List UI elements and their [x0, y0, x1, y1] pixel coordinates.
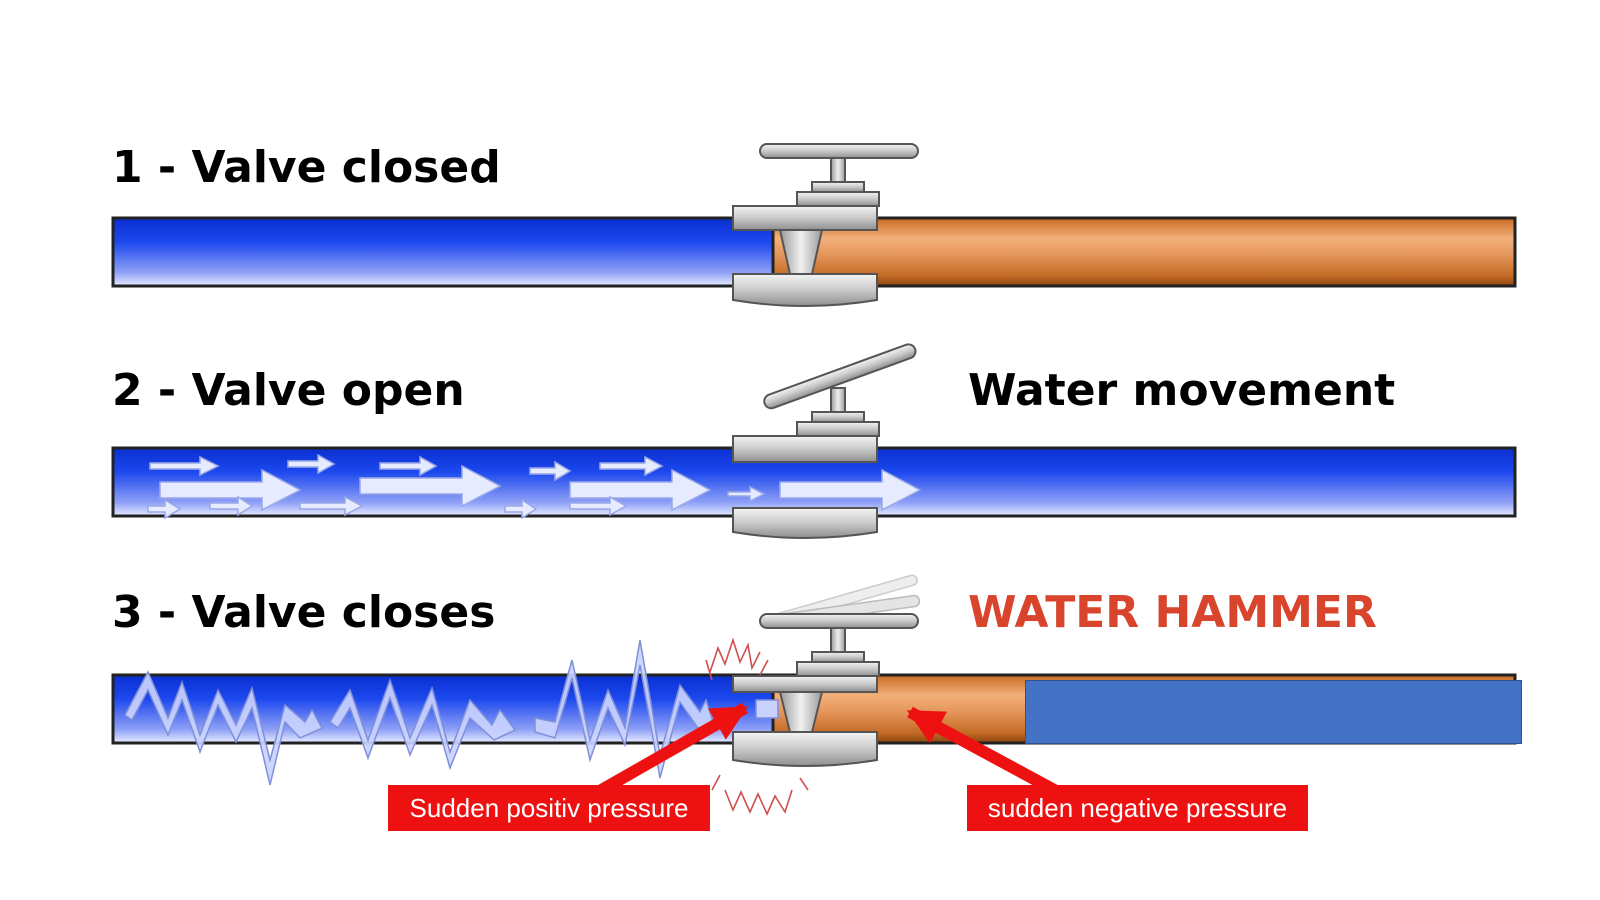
valve-body-top — [732, 675, 878, 693]
valve-handle — [763, 343, 917, 410]
section-1-label: 1 - Valve closed — [112, 142, 501, 193]
negative-pressure-callout: sudden negative pressure — [967, 785, 1308, 831]
empty-pipe-segment — [771, 216, 1517, 288]
valve-nut — [811, 411, 865, 423]
flow-arrow — [209, 495, 254, 517]
valve-3 — [732, 574, 921, 767]
valve-2 — [732, 343, 917, 539]
positive-pressure-callout: Sudden positiv pressure — [388, 785, 710, 831]
valve-bonnet — [796, 661, 880, 677]
valve-handle — [759, 613, 919, 629]
water-hammer-label: WATER HAMMER — [968, 587, 1377, 638]
impact-burst — [705, 637, 809, 816]
valve-stem — [830, 387, 846, 415]
flow-arrow — [159, 468, 302, 512]
shockwave-arrow — [124, 670, 324, 786]
positive-pressure-arrow — [595, 702, 749, 798]
water-pressure-block — [755, 699, 779, 719]
flow-arrow — [504, 498, 538, 520]
flow-arrow — [359, 464, 502, 508]
flow-arrow — [147, 498, 182, 520]
flow-arrow — [569, 468, 712, 512]
valve-body-bottom — [732, 273, 878, 307]
flow-arrow — [569, 495, 628, 517]
valve-body-top — [732, 435, 878, 463]
water-segment — [111, 216, 775, 288]
flow-arrow — [149, 455, 220, 477]
flow-arrow — [529, 460, 572, 482]
valve-stem — [830, 157, 846, 185]
valve-nut — [811, 651, 865, 663]
flow-arrow — [299, 495, 364, 517]
valve-handle — [759, 143, 919, 159]
callout-arrows — [595, 702, 1061, 798]
valve-bonnet — [796, 421, 880, 437]
overlay-box — [1025, 680, 1522, 744]
pipe-1 — [111, 216, 1517, 288]
flow-arrow — [379, 455, 438, 477]
flow-arrow — [779, 468, 922, 512]
valve-bonnet — [796, 191, 880, 207]
valve-stem — [830, 627, 846, 655]
negative-pressure-arrow — [906, 706, 1061, 798]
section-3-label: 3 - Valve closes — [112, 587, 495, 638]
flow-arrow — [727, 485, 766, 503]
shockwave-arrow — [328, 677, 517, 771]
valve-body-top — [732, 205, 878, 231]
flow-arrow — [287, 453, 336, 475]
flow-arrows — [147, 453, 922, 520]
valve-1 — [732, 143, 919, 307]
water-movement-label: Water movement — [968, 365, 1395, 416]
valve-body-bottom — [732, 731, 878, 767]
valve-body-bottom — [732, 507, 878, 539]
valve-nut — [811, 181, 865, 193]
flow-arrow — [599, 455, 664, 477]
section-2-label: 2 - Valve open — [112, 365, 465, 416]
